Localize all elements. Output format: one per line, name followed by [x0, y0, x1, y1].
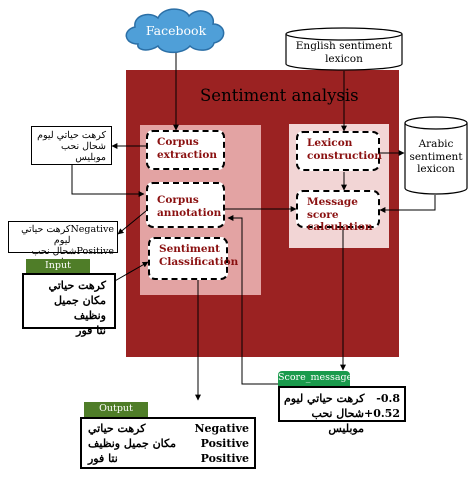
input-box: كرهت حياتي مكان جميل ونظيف نتا فور [22, 273, 116, 337]
output-label: Negative [194, 422, 249, 435]
annotated-messages-box: كرهت حياتي ليوم Negative شحال نحب موبليس… [8, 221, 118, 268]
input-line: مكان جميل ونظيف [53, 294, 106, 322]
output-label: Positive [200, 437, 249, 450]
output-row: كرهت حياتي Negative [88, 421, 249, 436]
extracted-message: شحال نحب موبليس [60, 141, 106, 163]
score-value: +0.52 [363, 407, 400, 420]
english-lexicon-label: English sentiment lexicon [295, 40, 393, 65]
score-message-tag: Score_message [278, 371, 352, 386]
annotated-text: كرهت حياتي ليوم [21, 224, 71, 246]
score-text: كرهت حياتي ليوم [284, 392, 365, 405]
message-score-box: Message score calculation [296, 190, 380, 233]
corpus-annotation-label: Corpus annotation [157, 194, 222, 219]
output-text: نتا فور [88, 452, 118, 465]
output-text: مكان جميل ونظيف [88, 437, 176, 450]
output-row: مكان جميل ونظيف Positive [88, 436, 249, 451]
score-message-box: كرهت حياتي ليوم -0.8 شحال نحب موبليس +0.… [278, 386, 406, 435]
corpus-annotation-box: Corpus annotation [146, 182, 225, 228]
message-score-label: Message score calculation [307, 196, 373, 233]
extracted-message: كرهت حياتي ليوم [37, 130, 106, 141]
annotated-label: Positive [76, 246, 115, 257]
lexicon-construction-label: Lexicon construction [307, 137, 382, 162]
arabic-lexicon-label: Arabic sentiment lexicon [409, 138, 463, 175]
score-text: شحال نحب موبليس [311, 407, 364, 435]
output-tag: Output [84, 402, 148, 417]
score-value: -0.8 [376, 392, 400, 405]
corpus-extraction-label: Corpus extraction [157, 136, 217, 161]
sentiment-classification-box: Sentiment Classification [148, 237, 238, 280]
input-line: نتا فور [76, 324, 106, 337]
input-tag: Input [26, 259, 90, 273]
sentiment-classification-label: Sentiment Classification [159, 243, 239, 268]
annotated-label: Negative [70, 224, 114, 235]
score-row: كرهت حياتي ليوم -0.8 [284, 391, 400, 406]
facebook-label: Facebook [145, 23, 207, 38]
output-text: كرهت حياتي [88, 422, 146, 435]
annotated-row: كرهت حياتي ليوم Negative [12, 224, 114, 246]
output-label: Positive [200, 452, 249, 465]
diagram-title: Sentiment analysis [200, 86, 359, 105]
score-row: شحال نحب موبليس +0.52 [284, 406, 400, 436]
corpus-extraction-box: Corpus extraction [146, 130, 225, 170]
extracted-messages-box: كرهت حياتي ليوم شحال نحب موبليس [31, 126, 112, 165]
output-box: كرهت حياتي Negative مكان جميل ونظيف Posi… [80, 417, 256, 469]
lexicon-construction-box: Lexicon construction [296, 131, 382, 171]
output-row: نتا فور Positive [88, 451, 249, 466]
input-line: كرهت حياتي [48, 279, 106, 292]
